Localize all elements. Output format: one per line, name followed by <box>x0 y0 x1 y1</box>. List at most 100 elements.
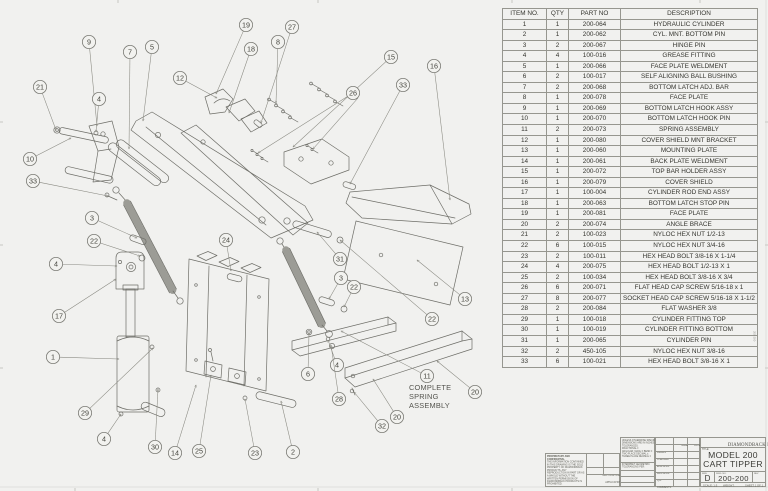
spec-line: TWO PLACE DECIMAL ± <box>622 452 649 455</box>
balloon-number: 28 <box>335 395 343 404</box>
exploded-view-linework <box>53 81 473 417</box>
balloon-8 <box>270 35 285 50</box>
title-block: PROPRIETARY AND CONFIDENTIAL THE INFORMA… <box>545 437 768 489</box>
leader-line <box>64 279 116 313</box>
balloon-number: 2 <box>291 448 295 457</box>
balloon-22 <box>87 233 102 248</box>
leader-line <box>373 379 394 412</box>
balloon-number: 30 <box>151 443 159 452</box>
balloon-32 <box>374 418 389 433</box>
balloon-4 <box>49 256 64 271</box>
balloon-33 <box>395 78 410 93</box>
balloon-number: 23 <box>251 449 259 458</box>
approval-row-label: COMMENTS: <box>657 485 672 489</box>
spec-line: DIMENSIONS ARE IN INCHES <box>622 441 655 445</box>
leader-line <box>350 90 401 184</box>
balloon-callouts: 2197541219188271526331610333224171294301… <box>22 17 482 460</box>
leader-line <box>341 331 422 374</box>
leader-line <box>89 48 97 126</box>
part-latch-hook-pin <box>53 126 109 144</box>
leader-line <box>313 97 359 149</box>
rev-label: REV <box>754 471 759 474</box>
leader-line <box>143 53 152 121</box>
balloon-number: 11 <box>423 372 430 381</box>
part-cover-shield-bracket <box>204 88 268 133</box>
balloon-number: 32 <box>378 422 386 431</box>
leader-line <box>100 242 140 256</box>
leader-line <box>354 392 379 422</box>
balloon-number: 3 <box>339 274 343 283</box>
balloon-number: 20 <box>471 388 479 397</box>
balloon-16 <box>426 59 441 74</box>
bom-header-row: ITEM NO. QTY PART NO DESCRIPTION <box>502 8 758 20</box>
part-spring-right <box>276 237 333 338</box>
part-back-plate <box>185 251 270 401</box>
leader-line <box>89 348 153 409</box>
balloon-5 <box>144 40 159 55</box>
balloon-number: 19 <box>242 21 250 30</box>
balloon-9 <box>82 35 97 50</box>
part-latch-hook <box>64 120 120 184</box>
balloon-number: 31 <box>336 255 344 264</box>
balloon-29 <box>78 405 93 420</box>
leader-line <box>331 345 339 393</box>
balloon-26 <box>345 86 360 101</box>
balloon-number: 21 <box>36 83 44 92</box>
spring-note-line: ASSEMBLY <box>409 401 450 410</box>
balloon-number: 3 <box>90 214 94 223</box>
leader-line <box>261 33 291 123</box>
part-latch-adj-bar <box>107 139 169 187</box>
balloon-31 <box>332 251 347 266</box>
balloon-number: 29 <box>81 409 89 418</box>
title-label: TITLE: <box>702 448 710 451</box>
balloon-4 <box>97 431 112 446</box>
balloon-number: 12 <box>176 74 184 83</box>
balloon-number: 27 <box>288 23 296 32</box>
leader-line <box>97 220 137 238</box>
balloon-number: 6 <box>306 370 310 379</box>
balloon-number: 7 <box>128 48 132 57</box>
balloon-13 <box>457 291 472 306</box>
leader-line <box>96 105 99 132</box>
balloon-33 <box>25 173 40 188</box>
balloon-number: 26 <box>349 89 357 98</box>
title-info-block: DIAMONDBACK PRODUCTS TITLE: MODEL 200 CA… <box>700 437 768 487</box>
balloon-number: 8 <box>276 38 280 47</box>
balloon-11 <box>419 368 434 383</box>
leader-line <box>276 48 279 103</box>
balloon-number: 14 <box>171 449 179 458</box>
balloon-14 <box>167 445 182 460</box>
bom-header-item: ITEM NO. <box>502 8 547 20</box>
drawing-number: 200-200 <box>718 474 749 483</box>
balloon-number: 16 <box>430 62 438 71</box>
balloon-17 <box>52 308 67 323</box>
balloon-3 <box>85 210 100 225</box>
leader-line <box>185 80 217 98</box>
balloon-number: 22 <box>350 283 358 292</box>
leader-line <box>340 240 428 315</box>
weight-text: WEIGHT: <box>723 483 735 487</box>
leader-line <box>317 232 336 255</box>
leader-line <box>417 260 461 296</box>
part-bottom-pin <box>255 391 297 408</box>
balloon-number: 33 <box>29 177 37 186</box>
application-label: APPLICATION <box>605 481 622 484</box>
leader-line <box>226 246 231 271</box>
balloon-number: 13 <box>461 295 469 304</box>
leader-line <box>329 283 338 299</box>
leader-line <box>281 401 292 446</box>
